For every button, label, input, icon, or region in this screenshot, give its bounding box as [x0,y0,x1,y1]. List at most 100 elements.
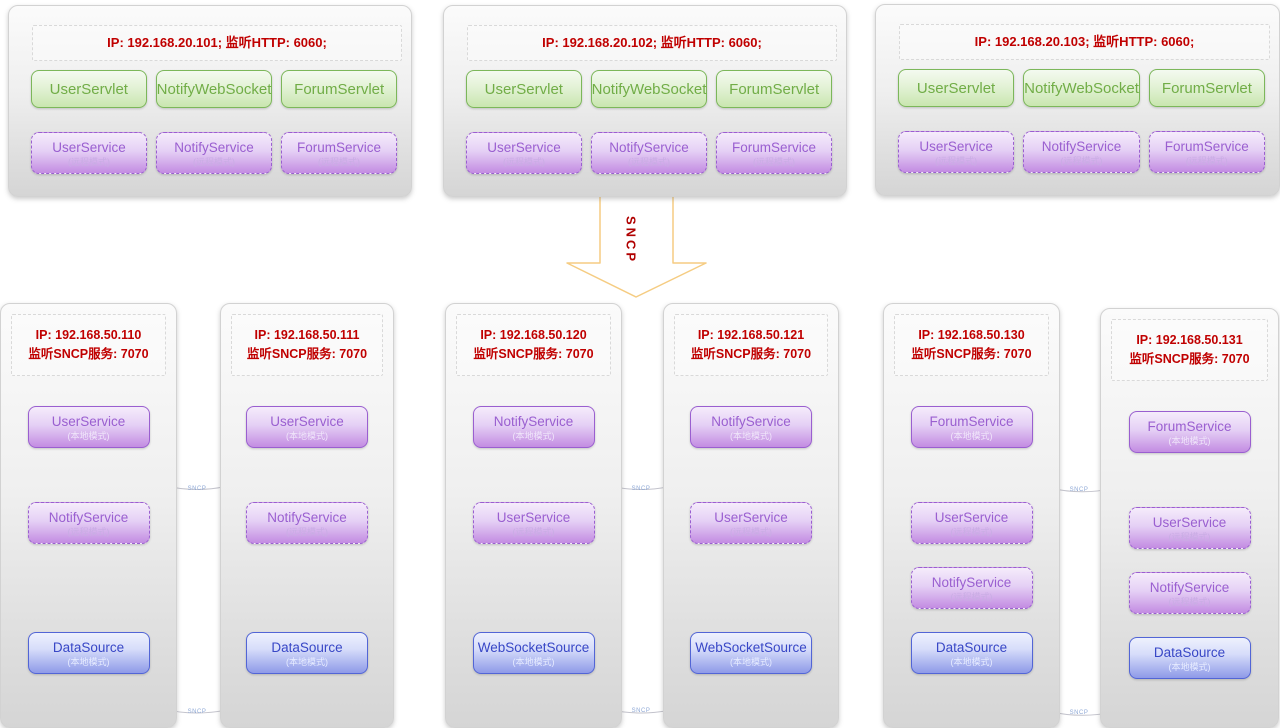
service-mode: (远程模式) [950,591,993,602]
service-box: NotifyService(远程模式) [910,567,1033,609]
service-box: ForumService(本地模式) [1128,411,1251,453]
connector-label: SNCP [187,486,207,492]
servlet-box: ForumServlet [716,70,832,108]
ip-text: IP: 192.168.50.110 [35,327,142,342]
service-mode: (远程模式) [935,155,978,166]
ip-text: IP: 192.168.20.102; 监听HTTP: 6060; [542,35,762,50]
service-node-110: IP: 192.168.50.110 监听SNCP服务: 7070 UserSe… [0,303,177,728]
servlet-name: ForumServlet [294,80,385,98]
service-name: ForumService [1164,138,1249,154]
service-mode: (本地模式) [1168,661,1211,672]
service-box: ForumService(远程模式) [716,132,832,174]
servlet-box: UserServlet [898,69,1015,107]
service-mode: (远程模式) [68,156,110,167]
service-box: WebSocketSource(本地模式) [690,632,812,674]
servlet-box: NotifyWebSocket [1023,69,1140,107]
service-box: NotifyService(远程模式) [1023,131,1140,173]
servlet-box: NotifyWebSocket [590,70,708,108]
connector-label: SNCP [1069,487,1089,493]
port-text: 监听SNCP服务: 7070 [911,347,1032,361]
service-name: ForumService [296,139,382,155]
service-name: NotifyService [267,509,347,525]
port-text: 监听SNCP服务: 7070 [28,347,149,361]
ip-text: IP: 192.168.50.131 [1136,332,1243,347]
service-name: NotifyService [931,574,1012,590]
node-ip-header: IP: 192.168.50.121 监听SNCP服务: 7070 [674,314,828,376]
service-name: ForumService [1147,418,1232,434]
port-text: 监听SNCP服务: 7070 [690,347,812,361]
service-name: ForumService [929,413,1014,429]
service-box: NotifyService(本地模式) [690,406,812,448]
service-name: NotifyService [174,139,254,155]
service-row: UserService(远程模式) NotifyService(远程模式) Fo… [31,132,397,174]
service-box: ForumService(本地模式) [910,406,1033,448]
ip-text: IP: 192.168.50.120 [480,327,587,342]
node-ip-header: IP: 192.168.50.130 监听SNCP服务: 7070 [894,314,1049,376]
service-mode: (远程模式) [1185,155,1228,166]
service-name: UserService [270,413,344,429]
service-name: UserService [487,139,561,155]
service-mode: (本地模式) [286,656,328,667]
node-ip-header: IP: 192.168.50.131 监听SNCP服务: 7070 [1111,319,1268,381]
servlet-box: UserServlet [466,70,582,108]
service-name: NotifyService [609,139,689,155]
servlet-name: NotifyWebSocket [156,80,272,98]
service-name: NotifyService [48,509,129,525]
node-ip-header: IP: 192.168.50.120 监听SNCP服务: 7070 [456,314,611,376]
service-mode: (远程模式) [318,156,360,167]
service-box: ForumService(远程模式) [1148,131,1265,173]
port-text: 监听SNCP服务: 7070 [473,347,594,361]
service-name: WebSocketSource [695,639,807,655]
service-mode: (远程模式) [1168,596,1211,607]
service-node-120: IP: 192.168.50.120 监听SNCP服务: 7070 Notify… [445,303,622,728]
service-name: UserService [1152,514,1227,530]
node-ip-header: IP: 192.168.50.110 监听SNCP服务: 7070 [11,314,166,376]
service-name: DataSource [935,639,1008,655]
service-node-131: IP: 192.168.50.131 监听SNCP服务: 7070 ForumS… [1100,308,1279,728]
service-mode: (远程模式) [286,526,328,537]
service-box: NotifyService(远程模式) [246,502,368,544]
service-node-130: IP: 192.168.50.130 监听SNCP服务: 7070 ForumS… [883,303,1060,728]
service-name: UserService [52,139,126,155]
service-mode: (远程模式) [512,526,555,537]
servlet-box: UserServlet [31,70,147,108]
service-box: UserService(远程模式) [690,502,812,544]
connector-label: SNCP [187,709,207,715]
service-box: NotifyService(远程模式) [156,132,272,174]
node-ip-header: IP: 192.168.20.103; 监听HTTP: 6060; [899,24,1270,60]
servlet-name: ForumServlet [729,80,820,98]
connector-label: SNCP [631,486,651,492]
node-ip-header: IP: 192.168.20.102; 监听HTTP: 6060; [467,25,837,61]
service-box: DataSource(本地模式) [246,632,368,674]
service-box: NotifyService(远程模式) [591,132,707,174]
service-mode: (本地模式) [67,656,110,667]
service-box: UserService(本地模式) [246,406,368,448]
servlet-row: UserServlet NotifyWebSocket ForumServlet [31,70,397,108]
servlet-row: UserServlet NotifyWebSocket ForumServlet [466,70,832,108]
connector-label: SNCP [631,708,651,714]
service-box: UserService(远程模式) [1128,507,1251,549]
service-name: UserService [934,509,1009,525]
service-box: DataSource(本地模式) [910,632,1033,674]
service-box: UserService(远程模式) [31,132,147,174]
service-mode: (本地模式) [512,656,555,667]
service-box: NotifyService(远程模式) [1128,572,1251,614]
servlet-box: NotifyWebSocket [155,70,273,108]
port-text: 监听SNCP服务: 7070 [246,347,368,361]
service-name: WebSocketSource [477,639,590,655]
service-name: DataSource [271,639,343,655]
service-name: UserService [496,509,571,525]
service-box: NotifyService(本地模式) [472,406,595,448]
service-mode: (远程模式) [193,156,235,167]
servlet-row: UserServlet NotifyWebSocket ForumServlet [898,69,1265,107]
service-mode: (远程模式) [1060,155,1103,166]
service-mode: (远程模式) [1168,531,1211,542]
service-box: UserService(远程模式) [898,131,1015,173]
service-name: NotifyService [711,413,791,429]
service-mode: (远程模式) [950,526,993,537]
node-ip-header: IP: 192.168.50.111 监听SNCP服务: 7070 [231,314,383,376]
service-mode: (远程模式) [628,156,670,167]
servlet-box: ForumServlet [281,70,397,108]
servlet-name: UserServlet [916,79,996,97]
